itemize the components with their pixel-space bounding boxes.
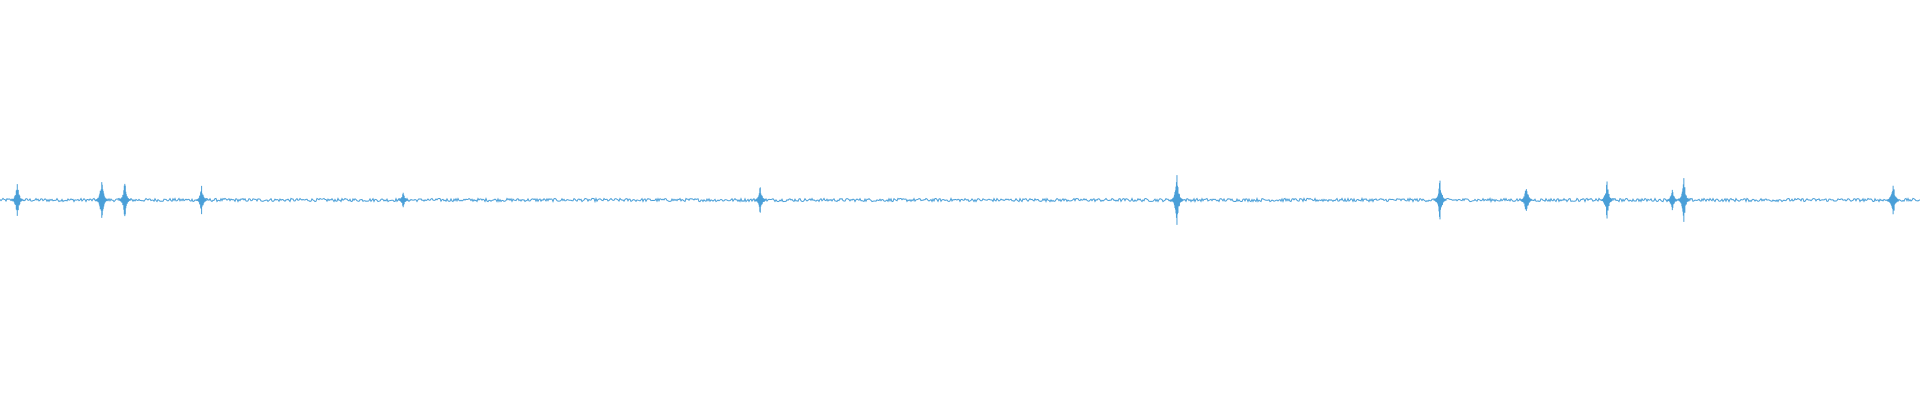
waveform-transient xyxy=(9,184,25,216)
waveform-transient xyxy=(1432,180,1448,220)
waveform-transient xyxy=(1518,189,1534,211)
waveform-transient xyxy=(117,183,133,217)
waveform-transient xyxy=(395,192,411,208)
waveform-transient xyxy=(1169,175,1185,225)
waveform-transient xyxy=(1676,178,1692,222)
waveform-marks xyxy=(0,175,1920,225)
waveform-transient xyxy=(752,187,768,213)
waveform-transient xyxy=(1599,181,1615,219)
waveform-baseline xyxy=(0,196,1920,204)
waveform-transient xyxy=(94,182,110,218)
waveform-transient xyxy=(1885,185,1901,215)
waveform-transient xyxy=(194,185,210,215)
